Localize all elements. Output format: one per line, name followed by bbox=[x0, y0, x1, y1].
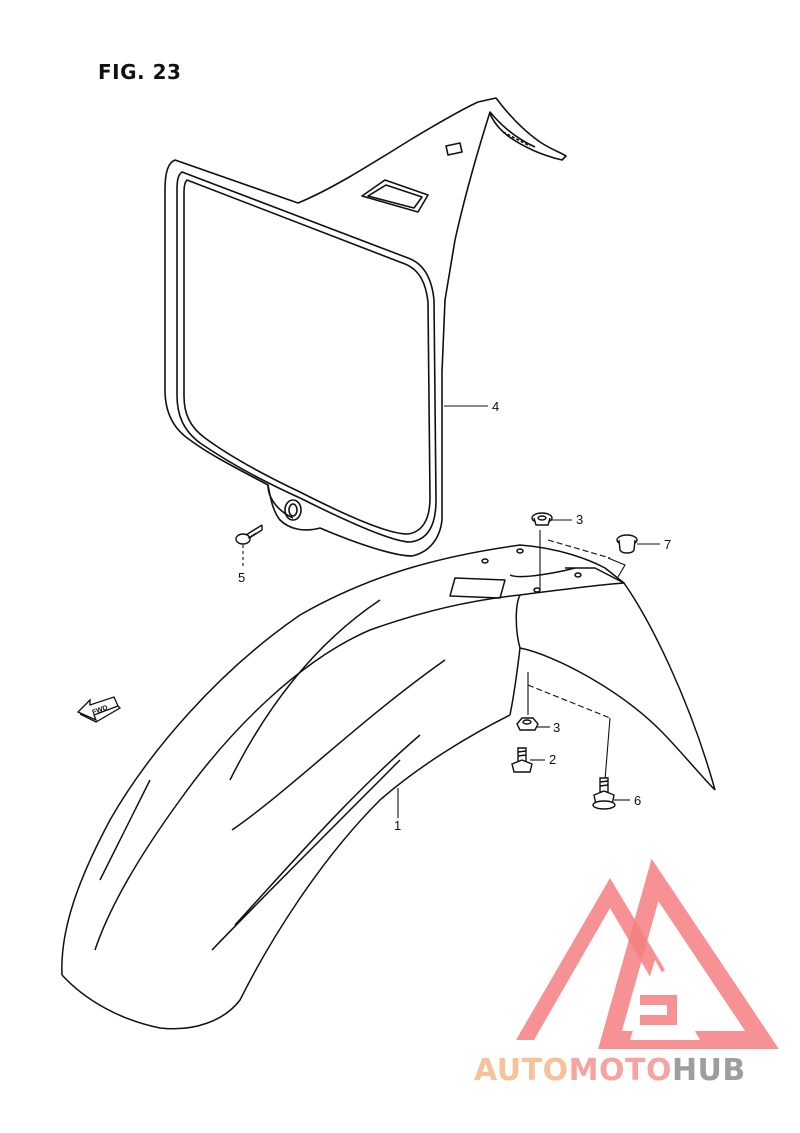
callout-1: 1 bbox=[394, 818, 401, 833]
callout-5: 5 bbox=[238, 570, 245, 585]
callout-7: 7 bbox=[664, 537, 671, 552]
figure-title: FIG. 23 bbox=[98, 60, 182, 84]
grommet-part-7[interactable] bbox=[616, 534, 638, 554]
nut-part-3-lower[interactable] bbox=[516, 717, 539, 731]
watermark-hub: HUB bbox=[672, 1053, 746, 1088]
watermark-logo bbox=[516, 858, 779, 1049]
watermark-auto: AUTO bbox=[474, 1053, 569, 1088]
callout-6: 6 bbox=[634, 793, 641, 808]
nut-part-3-upper[interactable] bbox=[531, 512, 553, 526]
assembly-lines bbox=[527, 530, 626, 781]
callout-2: 2 bbox=[549, 752, 556, 767]
screw-part-5[interactable] bbox=[235, 524, 263, 545]
svg-text:AUTOMOTOHUB: AUTOMOTOHUB bbox=[474, 1053, 746, 1088]
callout-3-upper: 3 bbox=[576, 512, 583, 527]
callout-3-lower: 3 bbox=[553, 720, 560, 735]
callout-leaders bbox=[242, 405, 660, 818]
callout-4: 4 bbox=[492, 399, 499, 414]
forward-direction-arrow: FWD bbox=[76, 696, 122, 723]
callout-numbers: 1 2 3 3 4 5 6 7 bbox=[238, 399, 671, 833]
watermark-moto: MOTO bbox=[569, 1053, 672, 1088]
number-plate-part-4[interactable] bbox=[164, 97, 567, 557]
bolt-part-6[interactable] bbox=[592, 777, 616, 810]
watermark-text: AUTOMOTOHUB bbox=[474, 1053, 746, 1088]
front-fender-part-1[interactable] bbox=[61, 544, 716, 1030]
bolt-part-2[interactable] bbox=[511, 747, 533, 773]
